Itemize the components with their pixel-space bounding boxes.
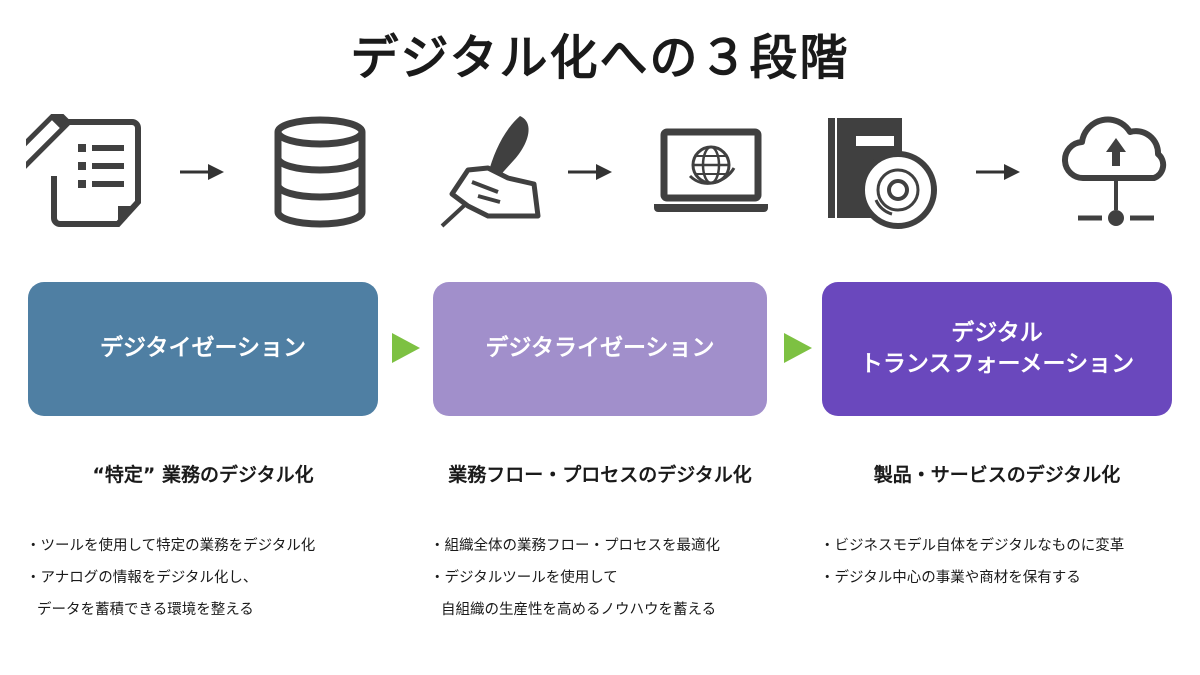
bullet-item: ・デジタル中心の事業や商材を保有する — [820, 570, 1081, 586]
bullet-item: ・組織全体の業務フロー・プロセスを最適化 — [430, 538, 720, 554]
play-arrow-icon — [782, 333, 812, 367]
arrow-right-icon — [568, 160, 612, 188]
quill-hand-icon — [438, 112, 548, 230]
bullet-item: ・デジタルツールを使用して — [430, 570, 618, 586]
stage-card-digitization: デジタイゼーション — [28, 282, 378, 416]
stage-heading: 業務フロー・プロセスのデジタル化 — [448, 464, 752, 486]
stage-bullets: ・組織全体の業務フロー・プロセスを最適化 ・デジタルツールを使用して 自組織の生… — [430, 530, 720, 626]
stage-card-digitalization: デジタライゼーション — [433, 282, 767, 416]
stage-bullets: ・ビジネスモデル自体をデジタルなものに変革 ・デジタル中心の事業や商材を保有する — [820, 530, 1124, 594]
stage-bullets: ・ツールを使用して特定の業務をデジタル化 ・アナログの情報をデジタル化し、 デー… — [26, 530, 315, 626]
stage-heading: 製品・サービスのデジタル化 — [873, 464, 1121, 486]
stage-label-line2: トランスフォーメーション — [859, 351, 1135, 377]
book-disc-icon — [822, 114, 938, 230]
bullet-continuation: 自組織の生産性を高めるノウハウを蓄える — [441, 602, 717, 618]
stage-label: デジタイゼーション — [99, 335, 307, 362]
bullet-item: ・ビジネスモデル自体をデジタルなものに変革 — [820, 538, 1125, 554]
page-title: デジタル化への３段階 — [350, 30, 850, 86]
stage-label-line1: デジタル — [951, 319, 1043, 346]
arrow-right-icon — [180, 160, 224, 188]
play-arrow-icon — [390, 333, 420, 367]
stage-label: デジタライゼーション — [485, 335, 715, 362]
bullet-item: ・アナログの情報をデジタル化し、 — [26, 570, 258, 586]
document-pencil-icon — [26, 114, 146, 229]
stage-heading: “特定” 業務のデジタル化 — [92, 464, 314, 486]
laptop-globe-icon — [654, 128, 768, 214]
bullet-continuation: データを蓄積できる環境を整える — [37, 602, 254, 618]
cloud-upload-network-icon — [1058, 114, 1174, 230]
stage-card-dx: デジタル トランスフォーメーション — [822, 282, 1172, 416]
arrow-right-icon — [976, 160, 1020, 188]
database-icon — [272, 116, 368, 228]
bullet-item: ・ツールを使用して特定の業務をデジタル化 — [26, 538, 316, 554]
